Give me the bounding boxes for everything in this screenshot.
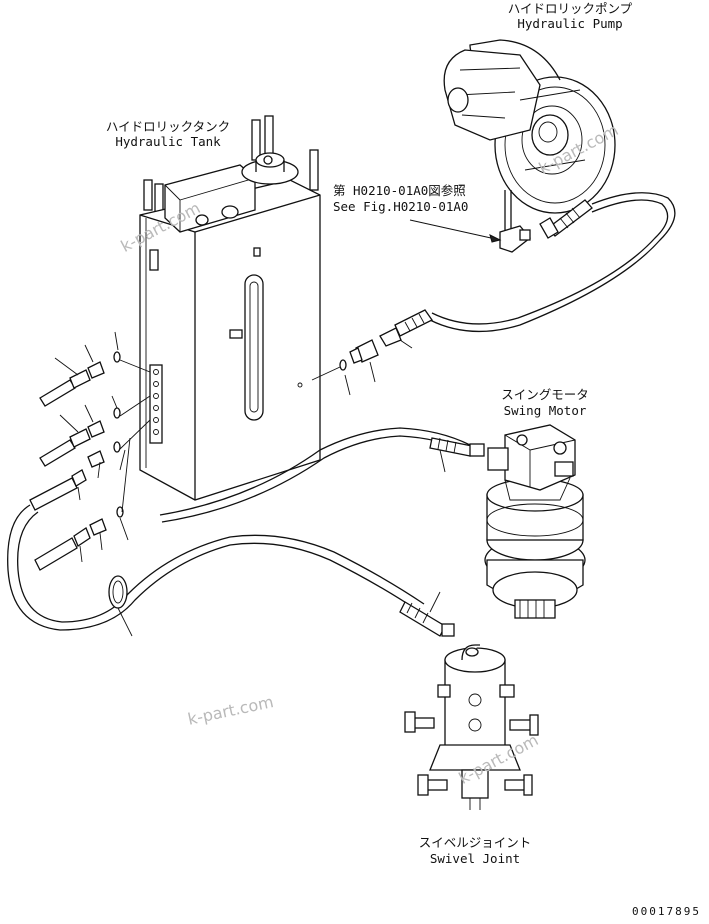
swivel-hose-a: [7, 504, 421, 631]
pump-label-jp: ハイドロリックポンプ: [507, 1, 633, 16]
swing-hose-a: [159, 427, 471, 516]
ref-label-en: See Fig.H0210-01A0: [333, 199, 469, 214]
swing-hose-leader: [439, 449, 446, 473]
swing-label-en: Swing Motor: [503, 403, 587, 418]
ref-label-jp: 第 H0210-01A0図参照: [333, 183, 466, 198]
tank-label-jp: ハイドロリックタンク: [105, 119, 231, 134]
pump-hose-end: [539, 199, 593, 239]
left-port-fittings: [29, 331, 151, 571]
document-number: 00017895: [632, 905, 701, 918]
swing-hose-b: [161, 435, 471, 523]
ref-arrow: [489, 234, 502, 243]
ref-leader: [409, 219, 501, 241]
swing-label-jp: スイングモータ: [501, 387, 589, 402]
pump-label-en: Hydraulic Pump: [517, 16, 623, 31]
hydraulic-tank: [139, 115, 321, 501]
pump-suction-hose-inner: [431, 199, 669, 325]
swing-hose-end: [429, 437, 485, 457]
swing-motor: [484, 424, 586, 619]
swivel-label-jp: スイベルジョイント: [418, 835, 532, 850]
pump-suction-hose: [429, 192, 676, 333]
clamp-leader: [117, 607, 133, 637]
swivel-hose-end: [399, 591, 455, 637]
hydraulic-pump: [443, 39, 616, 253]
swivel-hose-b: [17, 511, 425, 623]
tank-suction-fittings: [311, 309, 433, 396]
tank-label-en: Hydraulic Tank: [115, 134, 221, 149]
swivel-label-en: Swivel Joint: [429, 851, 521, 866]
swivel-joint: [404, 644, 539, 810]
